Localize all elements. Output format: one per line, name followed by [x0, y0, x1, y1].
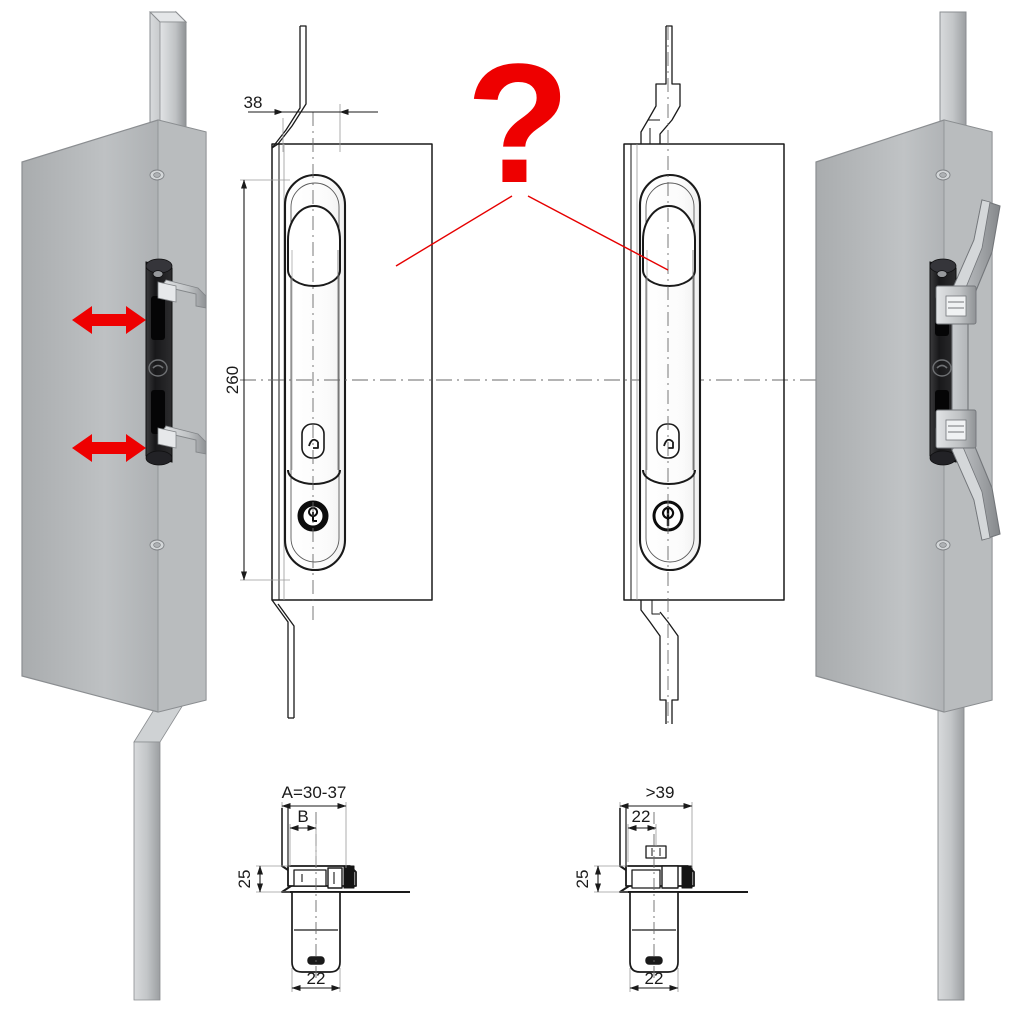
left-lower-rod — [271, 599, 295, 719]
left-handle-lever — [283, 174, 347, 571]
dimension-22-lower-right — [629, 968, 679, 992]
dimension-22-left-label: 22 — [307, 969, 326, 988]
right-panel-screw-bottom — [935, 539, 951, 551]
dimension-B-label: B — [297, 807, 308, 826]
dimension-gt39-label: >39 — [646, 783, 675, 802]
left-3d-render — [21, 10, 207, 1001]
left-panel-screw-top — [149, 169, 165, 181]
left-clamp-lower — [157, 425, 207, 455]
dimension-25-left — [256, 865, 290, 893]
right-raised-grip — [935, 199, 1001, 541]
left-clamp-upper — [157, 279, 207, 309]
right-technical-drawing — [623, 25, 785, 724]
dimension-25-right — [594, 865, 628, 893]
right-lower-rod — [640, 600, 679, 724]
left-escutcheon-outline — [271, 143, 433, 601]
right-3d-render — [815, 11, 1001, 1001]
right-panel-screw-top — [935, 169, 951, 181]
left-section-detail — [256, 802, 410, 992]
dimension-22-upper-right-label: 22 — [632, 807, 651, 826]
dimension-22-lower-right-label: 22 — [645, 969, 664, 988]
dimension-260 — [240, 179, 290, 581]
dimension-38 — [248, 104, 378, 152]
left-panel-screw-bottom — [149, 539, 165, 551]
right-escutcheon-outline — [623, 143, 785, 601]
right-section-detail — [594, 802, 748, 992]
left-handle-body — [145, 258, 173, 466]
left-technical-drawing — [240, 25, 824, 719]
right-upper-rod — [640, 25, 681, 144]
dimension-B — [289, 824, 317, 866]
movement-arrow-upper — [72, 306, 146, 334]
dimension-38-label: 38 — [244, 93, 263, 112]
leader-line-right — [527, 195, 669, 271]
dimension-A-label: A=30-37 — [282, 783, 347, 802]
leader-line-left — [395, 195, 513, 267]
question-mark: ? — [466, 29, 570, 219]
dimension-22-left — [291, 968, 341, 992]
question-annotation — [395, 195, 669, 271]
left-upper-rod — [271, 25, 307, 149]
dimension-25-left-label: 25 — [235, 870, 254, 889]
dimension-A — [281, 802, 347, 868]
movement-arrow-lower — [72, 434, 146, 462]
dimension-25-right-label: 25 — [573, 870, 592, 889]
dimension-gt39 — [619, 802, 693, 868]
dimension-22-upper-right — [627, 824, 657, 862]
right-handle-lever — [638, 174, 702, 571]
dimension-260-label: 260 — [223, 366, 242, 394]
